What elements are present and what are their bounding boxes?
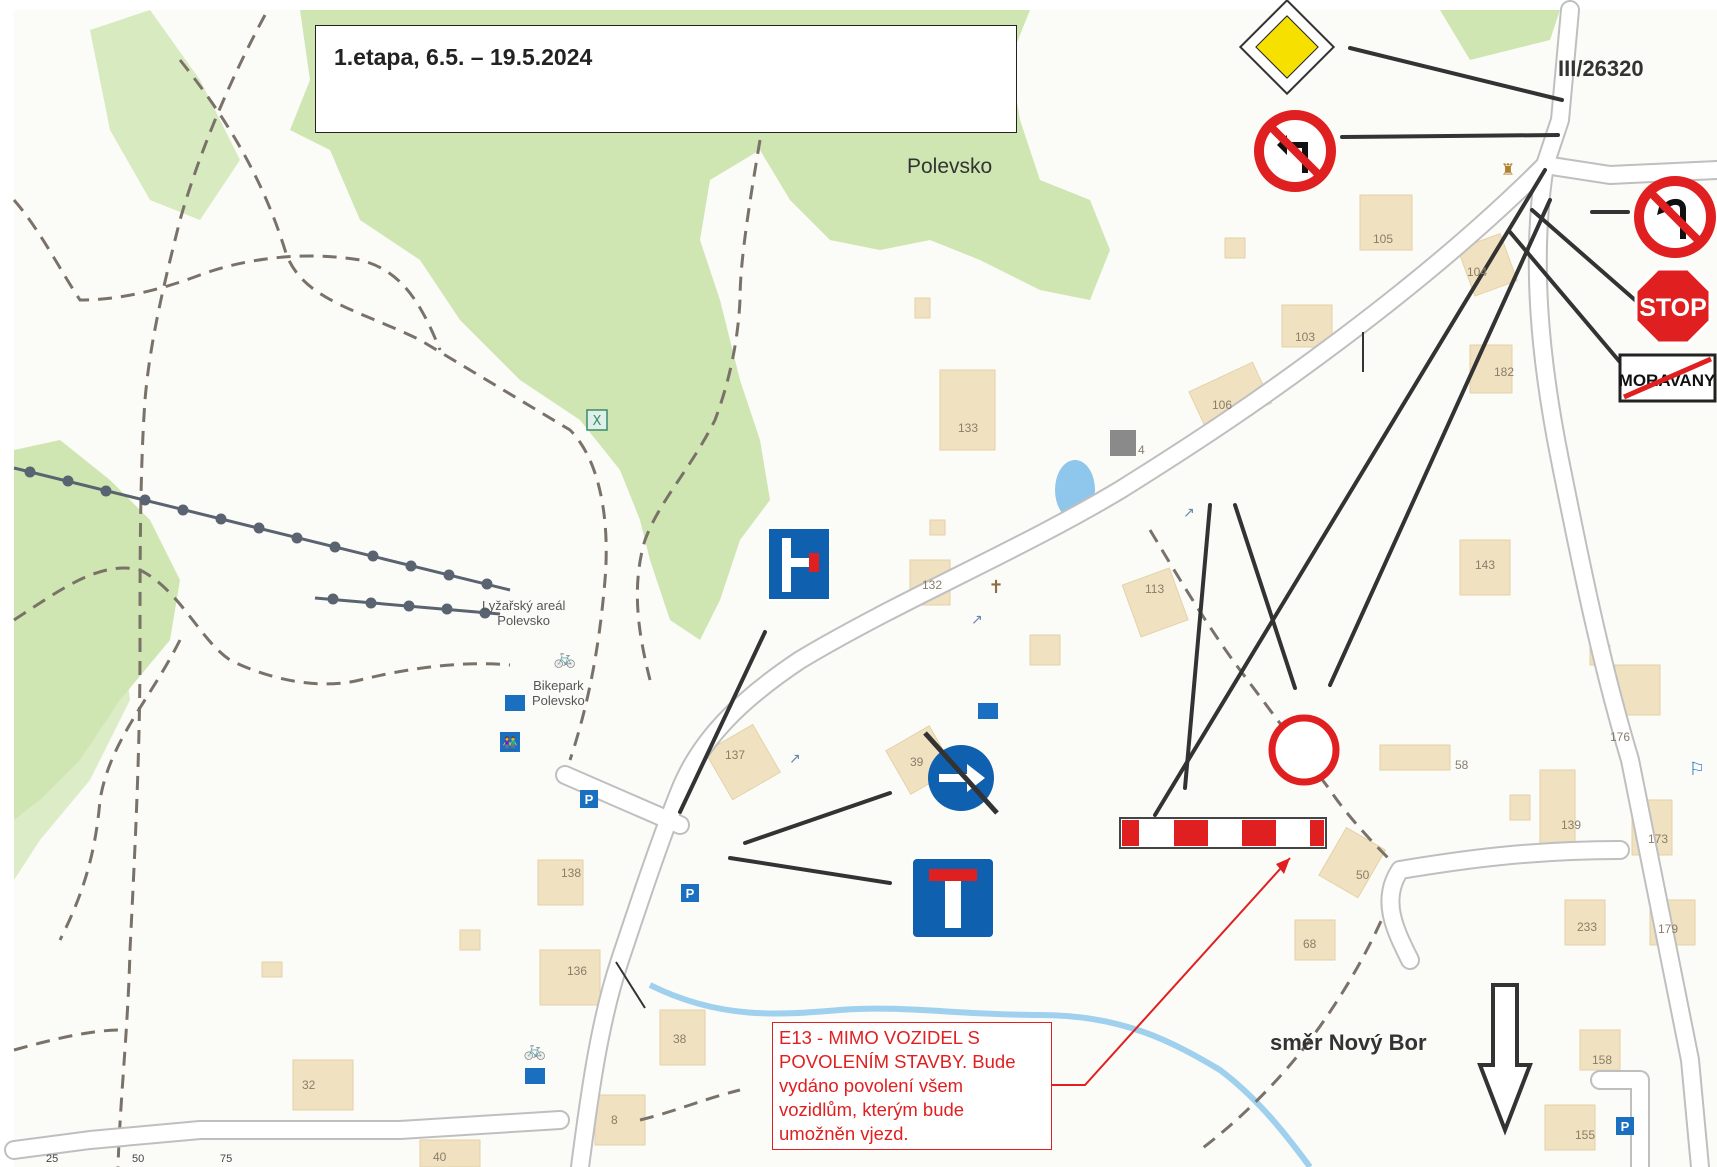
ski-area-label-line: Lyžařský areál — [482, 598, 566, 613]
chapel-icon: ✝ — [988, 577, 1003, 598]
house-number: 40 — [433, 1150, 447, 1164]
footpaths — [12, 14, 1402, 1167]
dead-end-side-sign — [767, 527, 831, 601]
svg-text:⚐: ⚐ — [1689, 759, 1705, 780]
svg-text:✝: ✝ — [988, 577, 1003, 598]
house-number: 8 — [611, 1113, 618, 1127]
house-number: 4 — [1138, 443, 1145, 457]
ski-area-label: Lyžařský areál Polevsko — [482, 598, 565, 628]
town-end-sign: MORAVANY — [1618, 353, 1717, 403]
note-pointer — [1052, 857, 1291, 1086]
house-number: 139 — [1561, 818, 1582, 832]
bike-icon: 🚲 — [554, 648, 576, 669]
forest-areas — [14, 10, 1560, 880]
road-number-label: III/26320 — [1558, 56, 1644, 81]
note-line: vozidlům, kterým bude — [779, 1099, 965, 1120]
note-line: vydáno povolení všem — [779, 1075, 964, 1096]
svg-text:↗: ↗ — [971, 612, 983, 628]
no-entry-sign — [1268, 714, 1340, 786]
svg-text:X: X — [593, 414, 602, 429]
keep-right-crossed-sign — [923, 731, 999, 815]
lodging-icon — [525, 1068, 545, 1084]
town-label: Polevsko — [907, 155, 993, 178]
house-number: 105 — [1373, 232, 1394, 246]
house-number: 132 — [922, 578, 943, 592]
buildings — [261, 194, 1696, 1167]
svg-text:P: P — [585, 792, 594, 807]
house-number: 233 — [1577, 920, 1598, 934]
parking-icon: P — [681, 884, 699, 902]
svg-text:↗: ↗ — [789, 751, 801, 767]
road-arrows: ↗ ↗ ↗ — [789, 505, 1195, 767]
house-number: 38 — [673, 1032, 687, 1046]
house-number: 68 — [1303, 937, 1317, 951]
stage-title: 1.etapa, 6.5. – 19.5.2024 — [334, 44, 593, 70]
ski-area-label-line: Polevsko — [497, 613, 551, 628]
bikepark-label-line: Polevsko — [532, 693, 585, 708]
shelter-icon: X — [586, 409, 608, 431]
house-number: 176 — [1610, 730, 1631, 744]
svg-text:P: P — [686, 886, 695, 901]
bikepark-label: Bikepark Polevsko — [532, 678, 585, 708]
scale-label: 25 — [46, 1153, 59, 1165]
note-line: umožněn vjezd. — [779, 1123, 909, 1144]
house-number: 58 — [1455, 758, 1469, 772]
house-number: 143 — [1475, 558, 1496, 572]
svg-text:🚲: 🚲 — [554, 648, 576, 669]
house-number: 136 — [567, 964, 588, 978]
road-barrier — [1119, 817, 1327, 849]
no-left-turn-sign — [1634, 176, 1716, 258]
roads — [4, 0, 1717, 1167]
closure-marks — [615, 332, 1364, 1009]
house-number: 182 — [1494, 365, 1515, 379]
toilet-icon: 👫 — [500, 732, 520, 752]
stream — [648, 982, 1313, 1167]
no-left-turn-sign — [1254, 110, 1336, 192]
parking-icon: P — [1616, 1117, 1634, 1135]
monument-icon: ♜ — [1501, 160, 1515, 179]
scale-label: 75 — [220, 1153, 233, 1165]
note-line: POVOLENÍM STAVBY. Bude — [779, 1051, 1016, 1072]
access-note: E13 - MIMO VOZIDEL S POVOLENÍM STAVBY. B… — [772, 1022, 1052, 1150]
svg-text:P: P — [1621, 1119, 1630, 1134]
note-line: E13 - MIMO VOZIDEL S — [779, 1027, 980, 1048]
house-number: 137 — [725, 748, 746, 762]
house-number: 106 — [1212, 398, 1233, 412]
ski-lifts — [13, 466, 511, 619]
svg-text:🚲: 🚲 — [524, 1040, 546, 1061]
house-number: 39 — [910, 755, 924, 769]
bus-stop-icon: ⚐ — [1689, 759, 1705, 780]
svg-text:↗: ↗ — [1183, 505, 1195, 521]
house-number: 133 — [958, 421, 979, 435]
house-number: 179 — [1658, 922, 1679, 936]
house-number: 103 — [1295, 330, 1316, 344]
house-number: 50 — [1356, 868, 1370, 882]
down-arrow — [1477, 983, 1533, 1136]
direction-label: směr Nový Bor — [1270, 1030, 1427, 1055]
house-number: 158 — [1592, 1053, 1613, 1067]
stop-sign: STOP — [1634, 267, 1712, 345]
sign-pointer-lines — [678, 46, 1637, 885]
house-number: 173 — [1648, 832, 1669, 846]
stop-sign-text: STOP — [1639, 294, 1707, 322]
house-number: 138 — [561, 866, 582, 880]
bike-icon: 🚲 — [524, 1040, 546, 1061]
monument-icon — [1110, 430, 1136, 456]
priority-road-sign — [1238, 0, 1336, 96]
parking-icon: P — [580, 790, 598, 808]
lodging-icon — [978, 703, 998, 719]
scale-label: 50 — [132, 1153, 145, 1165]
svg-text:♜: ♜ — [1501, 160, 1515, 179]
bikepark-label-line: Bikepark — [533, 678, 584, 693]
house-number: 155 — [1575, 1128, 1596, 1142]
house-number: 32 — [302, 1078, 316, 1092]
dead-end-sign — [911, 857, 995, 939]
ski-icon — [505, 695, 525, 711]
svg-text:👫: 👫 — [503, 736, 518, 750]
house-number: 104 — [1467, 265, 1488, 279]
house-number: 113 — [1145, 582, 1165, 596]
title-box: 1.etapa, 6.5. – 19.5.2024 — [315, 25, 1017, 133]
